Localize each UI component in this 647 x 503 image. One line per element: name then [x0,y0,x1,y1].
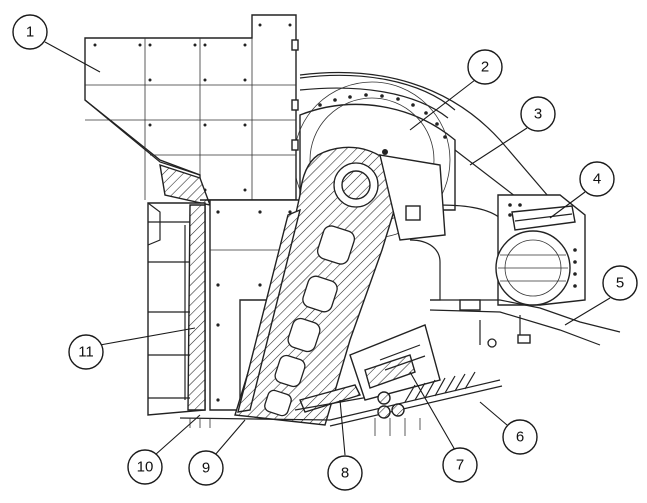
leader-5 [564,297,611,326]
callout-3: 3 [520,96,556,132]
hopper-rivets [93,23,292,192]
foundation-bolts [179,417,421,436]
leader-7 [409,371,456,451]
callout-1-label: 1 [26,24,34,41]
swing-jaw-windows [264,225,356,417]
swing-jaw [234,146,403,426]
leader-10 [154,414,201,456]
eccentric-shaft-housing [379,149,446,301]
callout-1: 1 [12,14,48,50]
leader-6 [479,401,508,426]
callout-3-label: 3 [534,106,542,123]
callout-11-label: 11 [78,344,94,361]
motor-pulley [495,230,571,306]
moving-jaw-plate [237,208,302,413]
callout-10: 10 [127,449,163,485]
callout-2: 2 [467,49,503,85]
leader-1 [44,41,101,73]
callout-6-label: 6 [516,429,524,446]
callout-9-label: 9 [202,460,210,477]
leader-9 [214,419,246,456]
callouts: 1 2 3 4 5 6 7 8 9 10 11 [12,14,638,491]
leader-4 [549,191,586,219]
leader-11 [99,327,196,346]
leader-3 [469,127,528,166]
tension-rod-spring [329,371,503,427]
callout-8: 8 [327,455,363,491]
base-frame [429,299,621,348]
callout-6: 6 [502,419,538,455]
callout-5-label: 5 [616,275,624,292]
feed-hopper [84,14,299,201]
flywheel-bolt-holes [318,93,447,139]
leader-2 [409,79,476,131]
callout-4-label: 4 [593,171,601,188]
callout-5: 5 [602,265,638,301]
callout-11: 11 [68,334,104,370]
callout-7: 7 [442,447,478,483]
fixed-jaw-side-plate [147,202,206,416]
belt-tensioner [511,205,576,231]
callout-10-label: 10 [137,459,154,476]
callout-9: 9 [188,450,224,486]
callout-7-label: 7 [456,457,464,474]
toggle-block [349,324,441,401]
callout-4: 4 [579,161,615,197]
callout-8-label: 8 [341,465,349,482]
callout-2-label: 2 [481,59,489,76]
swing-jaw-eccentric-bore [333,162,379,208]
leader-8 [339,399,346,456]
